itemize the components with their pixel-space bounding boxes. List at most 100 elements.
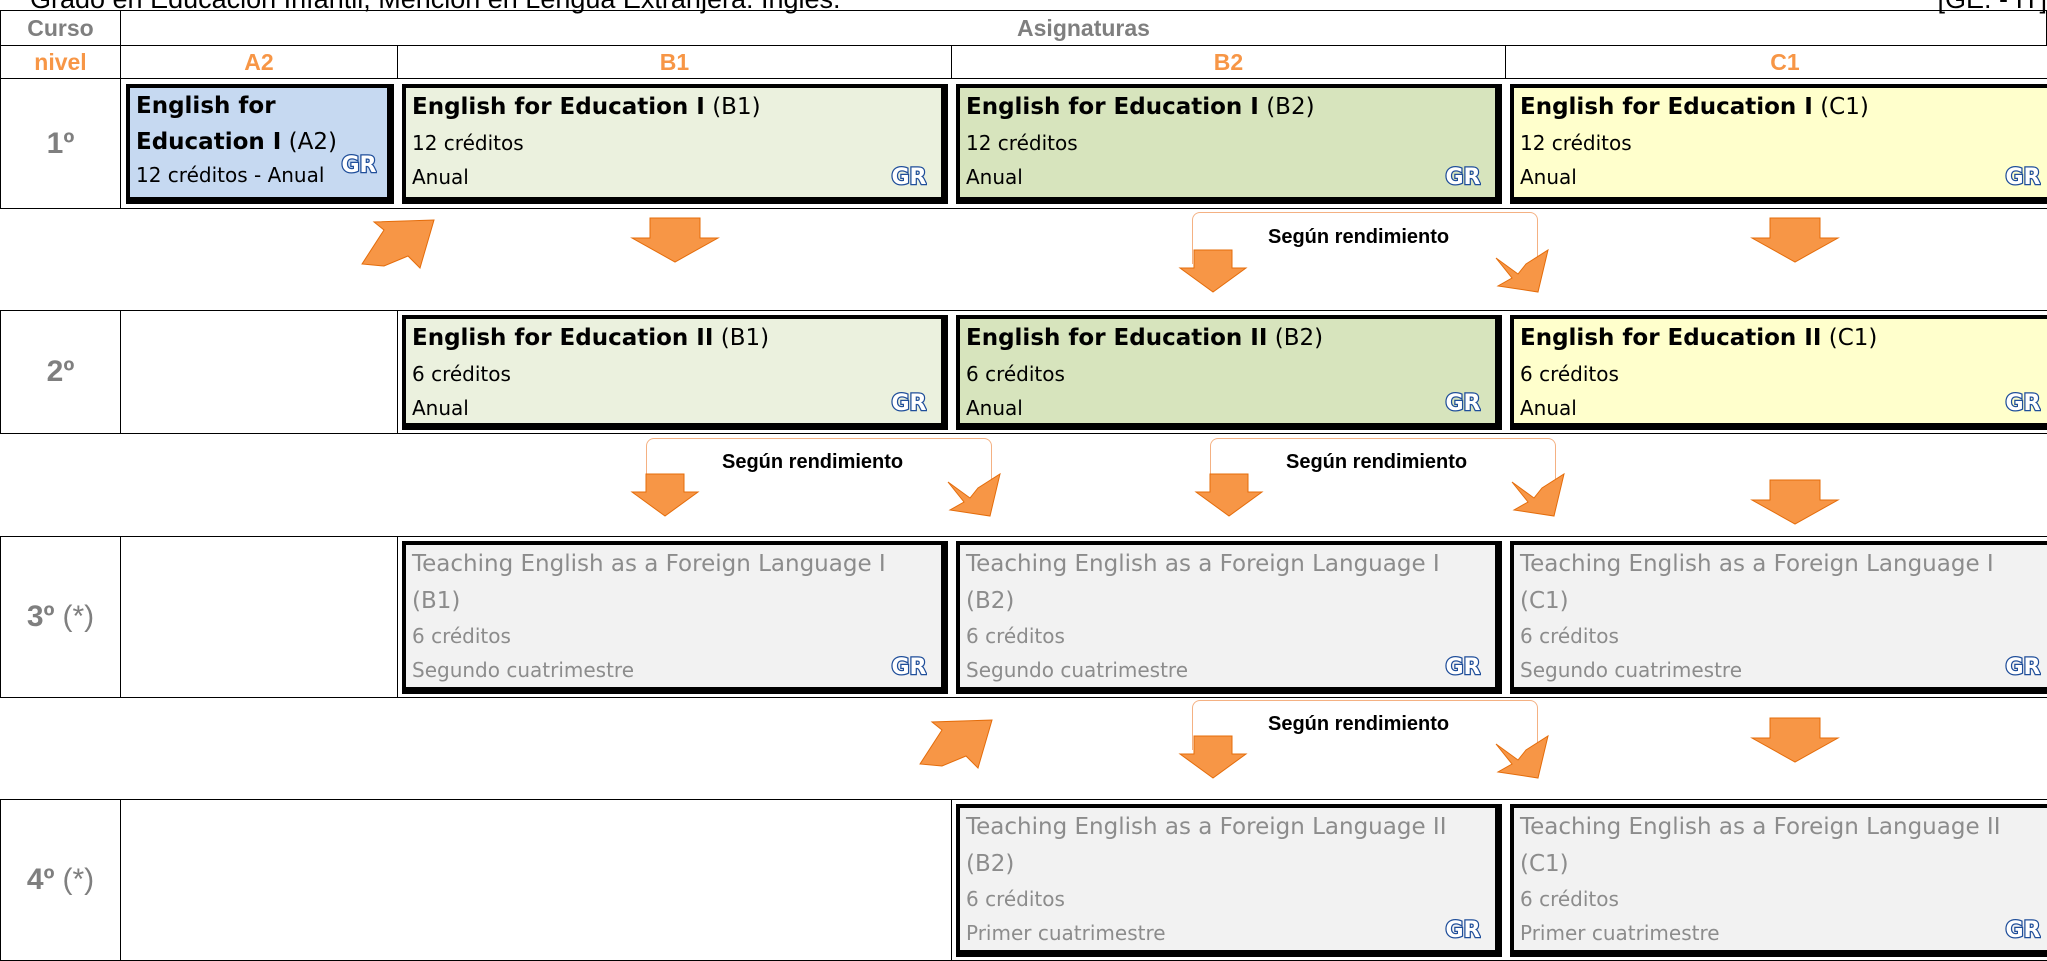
empty-cell xyxy=(120,799,952,961)
course-title-2: Education I xyxy=(136,129,282,155)
course-title: Teaching English as a Foreign Language I xyxy=(412,551,886,577)
course-title: English for Education II xyxy=(412,325,714,351)
arrow-diag-icon xyxy=(1495,248,1549,293)
svg-text:GR: GR xyxy=(892,655,927,679)
level-b2: B2 xyxy=(951,45,1506,79)
arrow-diag-icon xyxy=(919,719,993,769)
course-title: English for Education II xyxy=(966,325,1268,351)
course-card-r1-b1[interactable]: English for Education I (B1) 12 créditos… xyxy=(402,84,948,204)
row-label-2: 2º xyxy=(0,310,121,434)
row-label-1: 1º xyxy=(0,78,121,209)
level-c1: C1 xyxy=(1505,45,2047,79)
course-credits: 12 créditos xyxy=(412,131,524,155)
gr-logo-icon: GR xyxy=(2005,917,2041,942)
svg-text:GR: GR xyxy=(342,153,377,177)
course-title: English for Education I xyxy=(1520,94,1813,120)
note-bracket xyxy=(1210,438,1556,488)
svg-text:GR: GR xyxy=(2006,918,2041,942)
course-level: (B1) xyxy=(712,94,761,120)
row-label-4: 4º(*) xyxy=(0,799,121,961)
gr-logo-icon: GR xyxy=(891,164,927,189)
gr-logo-icon: GR xyxy=(1445,917,1481,942)
course-period: Segundo cuatrimestre xyxy=(412,658,635,682)
svg-text:GR: GR xyxy=(1446,391,1481,415)
arrow-diag-icon xyxy=(1495,734,1549,779)
course-title: Teaching English as a Foreign Language I xyxy=(966,551,1440,577)
svg-text:GR: GR xyxy=(1446,918,1481,942)
arrow-down-icon xyxy=(1750,479,1840,525)
course-period: Anual xyxy=(412,396,469,420)
row-label-3: 3º(*) xyxy=(0,536,121,698)
svg-text:GR: GR xyxy=(892,165,927,189)
course-level: (B2) xyxy=(1274,325,1324,351)
svg-text:GR: GR xyxy=(1446,165,1481,189)
level-b1: B1 xyxy=(397,45,952,79)
course-title: Teaching English as a Foreign Language I… xyxy=(1520,814,2001,840)
note-bracket xyxy=(1192,212,1538,264)
course-card-r4-c1[interactable]: Teaching English as a Foreign Language I… xyxy=(1510,804,2047,957)
arrow-down-icon xyxy=(630,217,720,263)
course-period: Anual xyxy=(412,165,469,189)
course-card-r3-b1[interactable]: Teaching English as a Foreign Language I… xyxy=(402,541,948,694)
course-card-r3-c1[interactable]: Teaching English as a Foreign Language I… xyxy=(1510,541,2047,694)
arrow-diag-icon xyxy=(1511,472,1565,517)
course-period: Primer cuatrimestre xyxy=(1520,921,1720,945)
empty-cell xyxy=(120,310,398,434)
course-period: Primer cuatrimestre xyxy=(966,921,1166,945)
header-asignaturas: Asignaturas xyxy=(120,10,2047,46)
note-segun-rendimiento: Según rendimiento xyxy=(722,451,904,473)
course-level: (C1) xyxy=(1820,94,1869,120)
course-level: (B2) xyxy=(966,851,1015,877)
course-period: Segundo cuatrimestre xyxy=(966,658,1189,682)
course-credits: 12 créditos xyxy=(966,131,1078,155)
row-frame-2 xyxy=(397,310,2047,434)
gr-logo-icon: GR xyxy=(891,390,927,415)
course-credits: 12 créditos xyxy=(1520,131,1632,155)
course-card-r1-a2[interactable]: English for Education I (A2) 12 créditos… xyxy=(126,84,394,204)
course-title: English for Education I xyxy=(966,94,1259,120)
course-credits: 6 créditos xyxy=(1520,362,1619,386)
note-bracket xyxy=(1192,700,1538,750)
arrow-down-icon xyxy=(1178,735,1248,779)
course-title: English for xyxy=(136,93,276,119)
course-level: (C1) xyxy=(1828,325,1878,351)
course-level: (B2) xyxy=(966,588,1015,614)
row-frame-3 xyxy=(397,536,2047,698)
gr-logo-icon: GR xyxy=(891,654,927,679)
course-credits: 6 créditos xyxy=(1520,624,1619,648)
course-title: Teaching English as a Foreign Language I xyxy=(1520,551,1994,577)
course-card-r3-b2[interactable]: Teaching English as a Foreign Language I… xyxy=(956,541,1502,694)
course-title: English for Education II xyxy=(1520,325,1822,351)
course-credits: 6 créditos xyxy=(966,624,1065,648)
course-card-r2-c1[interactable]: English for Education II (C1) 6 créditos… xyxy=(1510,315,2047,430)
header-nivel: nivel xyxy=(0,45,121,79)
note-bracket xyxy=(646,438,992,488)
course-card-r1-b2[interactable]: English for Education I (B2) 12 créditos… xyxy=(956,84,1502,204)
course-card-r1-c1[interactable]: English for Education I (C1) 12 créditos… xyxy=(1510,84,2047,204)
course-card-r4-b2[interactable]: Teaching English as a Foreign Language I… xyxy=(956,804,1502,957)
course-period: Anual xyxy=(966,396,1023,420)
svg-text:GR: GR xyxy=(892,391,927,415)
course-level: (A2) xyxy=(288,129,337,155)
course-card-r2-b1[interactable]: English for Education II (B1) 6 créditos… xyxy=(402,315,948,430)
course-period: Anual xyxy=(1520,396,1577,420)
gr-logo-icon: GR xyxy=(2005,164,2041,189)
course-level: (B1) xyxy=(720,325,770,351)
course-title: English for Education I xyxy=(412,94,705,120)
gr-logo-icon: GR xyxy=(1445,164,1481,189)
course-level: (B2) xyxy=(1266,94,1315,120)
arrow-diag-icon xyxy=(361,219,435,269)
arrow-down-icon xyxy=(1194,473,1264,517)
arrow-down-icon xyxy=(1750,217,1840,263)
course-card-r2-b2[interactable]: English for Education II (B2) 6 créditos… xyxy=(956,315,1502,430)
gr-logo-icon: GR xyxy=(2005,654,2041,679)
svg-text:GR: GR xyxy=(2006,165,2041,189)
course-level: (C1) xyxy=(1520,588,1569,614)
note-segun-rendimiento: Según rendimiento xyxy=(1286,451,1468,473)
course-period: Anual xyxy=(966,165,1023,189)
arrow-down-icon xyxy=(630,473,700,517)
note-segun-rendimiento: Según rendimiento xyxy=(1268,226,1450,248)
course-level: (C1) xyxy=(1520,851,1569,877)
arrow-down-icon xyxy=(1178,249,1248,293)
